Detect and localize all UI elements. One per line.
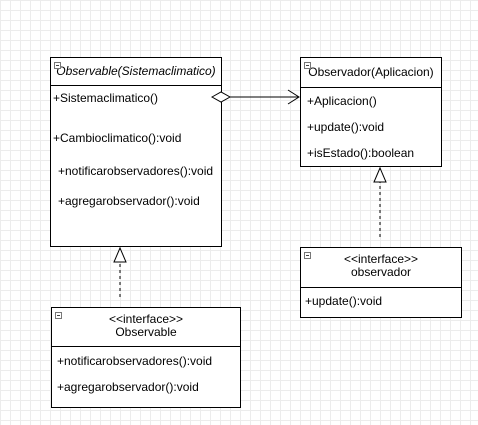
observador-interface-header[interactable]: <<interface>> observador (301, 248, 461, 288)
observador-class-header[interactable]: Observador(Aplicacion) (301, 58, 441, 88)
member-cambioclimatico: +Cambioclimatico():void (53, 131, 182, 145)
hollow-triangle-icon (113, 246, 127, 263)
member-aplicacion: +Aplicacion() (307, 94, 377, 108)
observador-class-title: Observador(Aplicacion) (308, 65, 434, 79)
collapse-icon[interactable] (54, 62, 61, 69)
collapse-icon[interactable] (55, 312, 62, 319)
member-update: +update():void (305, 294, 383, 308)
collapse-icon[interactable] (304, 252, 311, 259)
realization-link-observable[interactable] (113, 246, 127, 297)
observable-interface-header[interactable]: <<interface>> Observable (52, 308, 240, 347)
observable-class-box[interactable]: Observable(Sistemaclimatico) +Sistemacli… (50, 57, 222, 247)
observador-interface-title: observador (350, 265, 412, 279)
open-arrow-icon (287, 89, 300, 105)
aggregation-diamond-icon (210, 91, 232, 103)
aggregation-link[interactable] (210, 89, 300, 105)
member-notificarobservadores: +notificarobservadores():void (57, 354, 213, 368)
member-update: +update():void (307, 120, 385, 134)
member-isestado: +isEstado():boolean (307, 146, 415, 160)
observable-class-header[interactable]: Observable(Sistemaclimatico) (51, 58, 221, 86)
hollow-triangle-icon (373, 166, 387, 183)
member-constructor: +Sistemaclimatico() (53, 91, 159, 105)
observador-interface-box[interactable]: <<interface>> observador +update():void (300, 247, 462, 318)
realization-link-observador[interactable] (373, 166, 387, 237)
observador-class-box[interactable]: Observador(Aplicacion) +Aplicacion() +up… (300, 57, 442, 167)
observable-interface-stereotype: <<interface>> (108, 312, 184, 326)
observador-interface-stereotype: <<interface>> (343, 252, 419, 266)
member-agregarobservador: +agregarobservador():void (57, 380, 199, 394)
observable-class-title: Observable(Sistemaclimatico) (56, 64, 216, 78)
observable-interface-title: Observable (115, 325, 177, 339)
observable-interface-box[interactable]: <<interface>> Observable +notificarobser… (51, 307, 241, 408)
collapse-icon[interactable] (304, 62, 311, 69)
member-notificarobservadores: +notificarobservadores():void (58, 164, 214, 178)
member-agregarobservador: +agregarobservador():void (58, 194, 200, 208)
